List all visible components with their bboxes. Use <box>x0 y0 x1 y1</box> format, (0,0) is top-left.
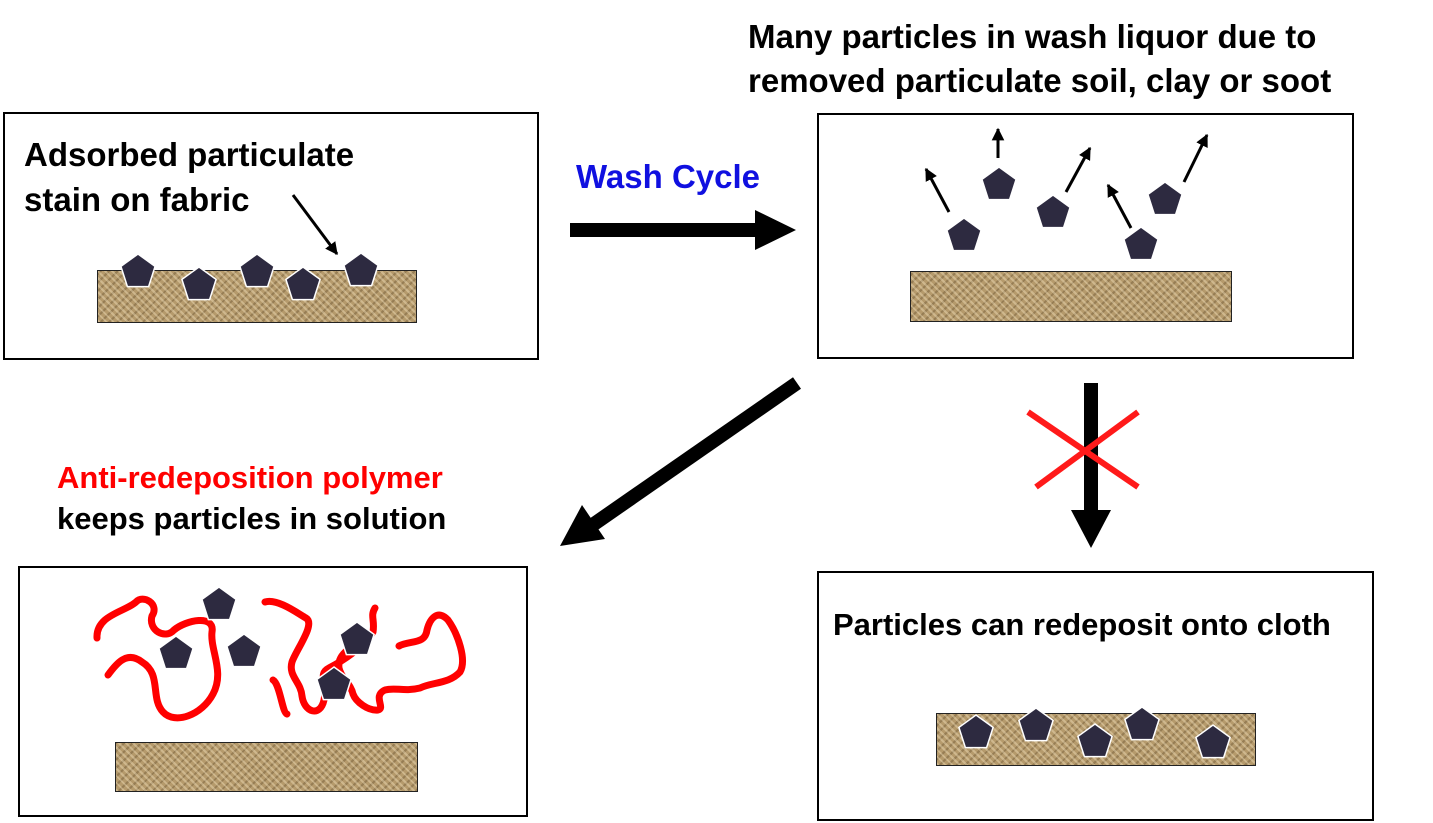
pentagon-icon <box>1018 707 1054 742</box>
x-cross-icon <box>1026 409 1140 490</box>
polymer-strands <box>93 595 466 722</box>
pentagon-icon <box>120 253 156 288</box>
pentagon-icon <box>1147 181 1183 216</box>
many-particles-label-line1: Many particles in wash liquor due to <box>748 18 1317 55</box>
particle-group <box>120 166 1231 759</box>
pentagon-icon <box>239 253 275 288</box>
pentagon-icon <box>958 714 994 749</box>
fabric-strip-protected <box>115 742 418 792</box>
pentagon-icon <box>1123 226 1159 261</box>
stain-pointer-arrow <box>291 194 339 256</box>
fabric-strip-clean <box>910 271 1232 322</box>
keeps-particles-label: keeps particles in solution <box>57 501 447 536</box>
pentagon-icon <box>339 621 375 656</box>
panel-polymer-solution <box>18 566 528 817</box>
adsorbed-stain-label-line1: Adsorbed particulate <box>24 136 355 173</box>
wash-cycle-label: Wash Cycle <box>576 158 761 195</box>
pentagon-icon <box>181 266 217 301</box>
pentagon-icon <box>201 586 237 621</box>
pentagon-icon <box>981 166 1017 201</box>
anti-redeposition-label: Anti-redeposition polymer <box>57 460 443 495</box>
pentagon-icon <box>343 252 379 287</box>
panel-redeposition <box>817 571 1374 821</box>
pentagon-icon <box>1195 724 1231 759</box>
pentagon-icon <box>158 635 194 670</box>
polymer-path-arrow <box>560 377 801 546</box>
pentagon-icon <box>946 217 982 252</box>
adsorbed-stain-label-line2: stain on fabric <box>24 181 250 218</box>
pentagon-icon <box>1077 723 1113 758</box>
pentagon-icon <box>316 666 352 701</box>
pentagon-icon <box>1124 706 1160 741</box>
redeposit-label: Particles can redeposit onto cloth <box>833 607 1331 642</box>
particle-release-arrows <box>924 127 1209 229</box>
pentagon-icon <box>226 633 262 668</box>
wash-cycle-arrow <box>570 210 796 250</box>
pentagon-icon <box>285 266 321 301</box>
pentagon-icon <box>1035 194 1071 229</box>
many-particles-label-line2: removed particulate soil, clay or soot <box>748 62 1332 99</box>
